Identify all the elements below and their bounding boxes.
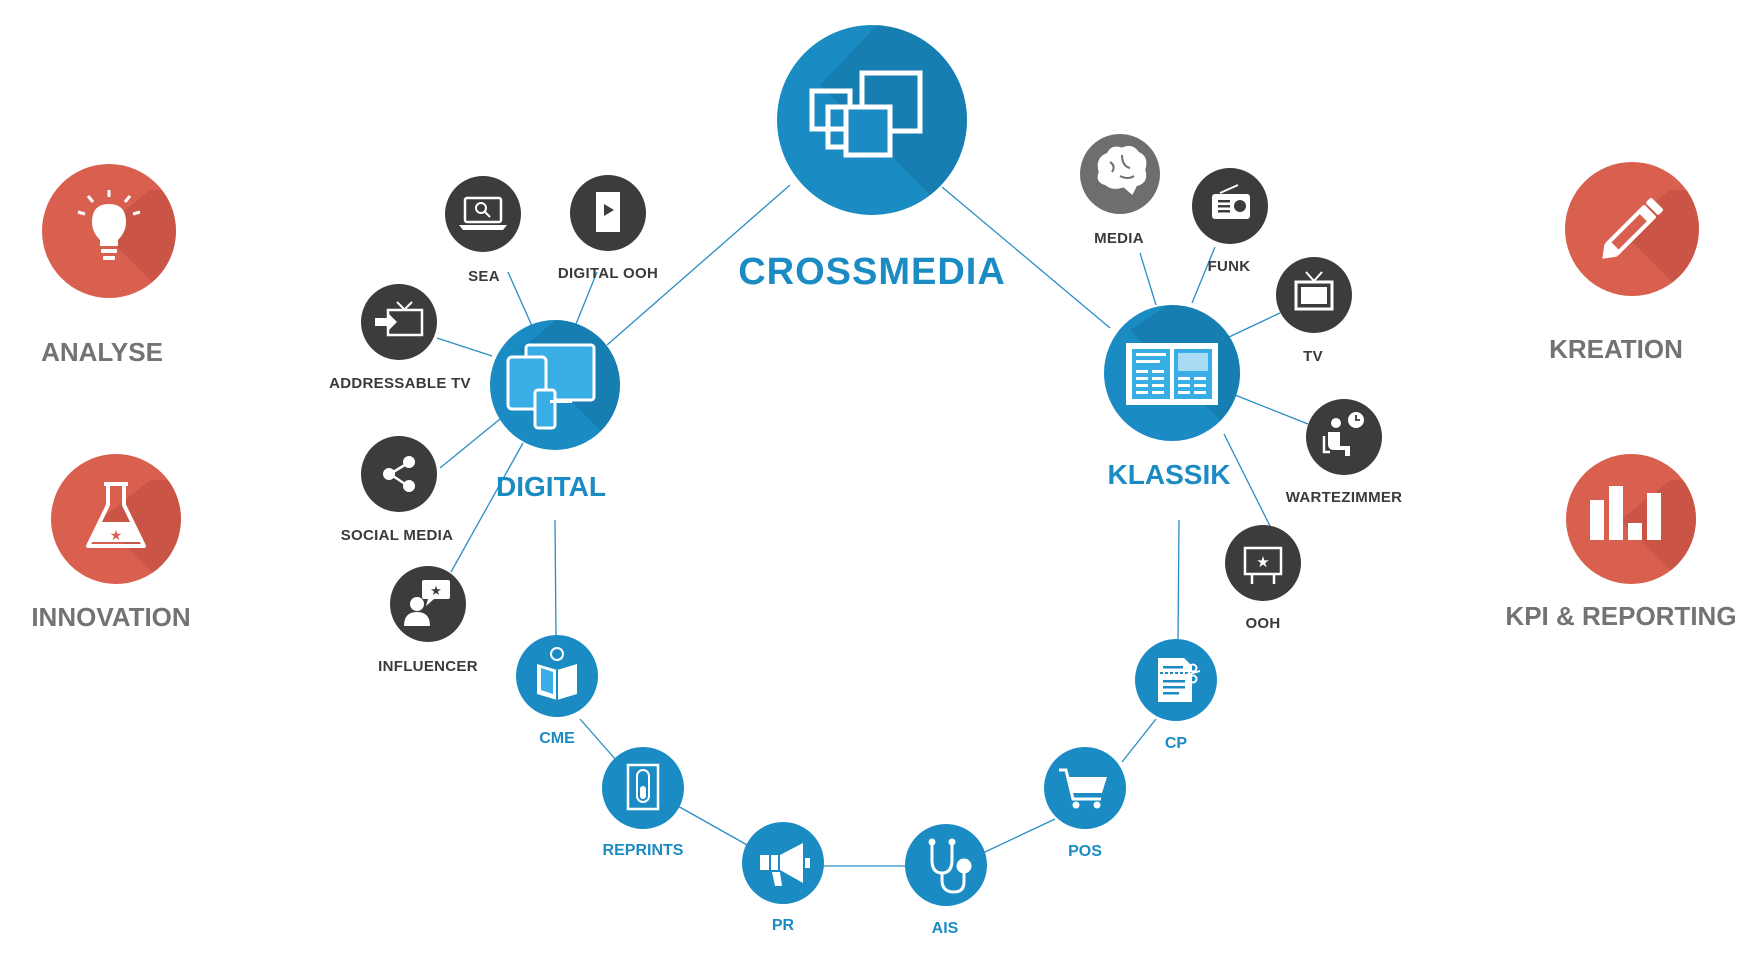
arc-item-ais[interactable]: AIS bbox=[905, 824, 987, 937]
klassik-hub-node[interactable]: KLASSIK bbox=[1104, 290, 1250, 490]
digital-item-addressable-tv[interactable]: ADDRESSABLE TV bbox=[329, 284, 471, 392]
digital-signage-icon bbox=[596, 192, 620, 232]
stethoscope-icon bbox=[928, 838, 972, 894]
edge-cme-reprints bbox=[579, 718, 617, 761]
digital-ooh-label: DIGITAL OOH bbox=[558, 265, 658, 282]
arc-item-pos[interactable]: POS bbox=[1044, 747, 1126, 860]
arc-item-cme[interactable]: CME bbox=[516, 635, 598, 747]
flask-icon: ★ bbox=[86, 482, 146, 548]
edge-digital-addressable bbox=[436, 337, 493, 357]
arc-item-reprints[interactable]: REPRINTS bbox=[602, 747, 684, 859]
digital-hub-node[interactable]: DIGITAL bbox=[490, 300, 640, 502]
analyse-label: ANALYSE bbox=[41, 337, 163, 367]
edge-digital-influencer bbox=[450, 442, 524, 573]
digital-item-social-media[interactable]: SOCIAL MEDIA bbox=[341, 436, 454, 544]
svg-text:★: ★ bbox=[430, 583, 442, 598]
edge-reprints-pr bbox=[675, 804, 750, 847]
edge-klassik-media bbox=[1139, 252, 1157, 306]
cart-icon bbox=[1059, 768, 1107, 809]
ais-label: AIS bbox=[932, 920, 959, 937]
megaphone-icon bbox=[760, 843, 810, 886]
tv-label: TV bbox=[1303, 348, 1323, 365]
edge-digital-digitalooh bbox=[575, 271, 598, 325]
linked-squares-icon bbox=[809, 70, 923, 158]
edge-ais-pos bbox=[984, 818, 1056, 853]
arc-item-cp[interactable]: CP bbox=[1135, 639, 1217, 752]
klassik-item-tv[interactable]: TV bbox=[1276, 257, 1352, 365]
svg-text:★: ★ bbox=[110, 527, 123, 543]
bar-chart-icon bbox=[1590, 486, 1661, 540]
lightbulb-icon bbox=[77, 190, 141, 260]
wartezimmer-label: WARTEZIMMER bbox=[1286, 489, 1403, 506]
brain-icon bbox=[1097, 145, 1147, 196]
digital-label: DIGITAL bbox=[496, 471, 606, 502]
innovation-label: INNOVATION bbox=[31, 602, 190, 632]
klassik-label: KLASSIK bbox=[1108, 459, 1231, 490]
side-item-kreation[interactable]: KREATION bbox=[1549, 162, 1720, 364]
side-item-analyse[interactable]: ANALYSE bbox=[41, 164, 200, 367]
edge-digital-cme bbox=[554, 519, 557, 637]
addressable-tv-label: ADDRESSABLE TV bbox=[329, 375, 471, 392]
cme-label: CME bbox=[539, 730, 575, 747]
edge-klassik-cp bbox=[1177, 519, 1180, 640]
sea-label: SEA bbox=[468, 268, 500, 285]
addressable-tv-icon bbox=[375, 301, 424, 337]
digital-item-sea[interactable]: SEA bbox=[445, 176, 521, 285]
klassik-item-ooh[interactable]: ★ OOH bbox=[1225, 525, 1301, 632]
edge-digital-sea bbox=[507, 271, 533, 327]
edge-klassik-tv bbox=[1228, 312, 1281, 338]
media-label: MEDIA bbox=[1094, 230, 1144, 247]
klassik-item-funk[interactable]: FUNK bbox=[1192, 168, 1268, 275]
digital-item-digital-ooh[interactable]: DIGITAL OOH bbox=[558, 175, 658, 282]
edge-klassik-wartezimmer bbox=[1234, 394, 1309, 425]
newspaper-icon bbox=[1126, 343, 1218, 405]
connection-lines bbox=[436, 184, 1309, 867]
laptop-search-icon bbox=[459, 196, 507, 230]
pencil-icon bbox=[1602, 198, 1663, 259]
influencer-label: INFLUENCER bbox=[378, 658, 478, 675]
svg-text:★: ★ bbox=[1256, 554, 1269, 571]
crossmedia-node[interactable]: CROSSMEDIA bbox=[738, 0, 1010, 293]
influencer-icon: ★ bbox=[404, 580, 450, 626]
test-tube-icon bbox=[626, 763, 660, 811]
radio-icon bbox=[1212, 184, 1250, 219]
social-media-label: SOCIAL MEDIA bbox=[341, 527, 454, 544]
edge-klassik-funk bbox=[1191, 246, 1216, 304]
arc-item-pr[interactable]: PR bbox=[742, 822, 824, 934]
pos-label: POS bbox=[1068, 843, 1102, 860]
edge-digital-social bbox=[439, 418, 501, 469]
ooh-label: OOH bbox=[1245, 615, 1280, 632]
kpi-reporting-label: KPI & REPORTING bbox=[1505, 601, 1736, 631]
side-item-innovation[interactable]: ★ INNOVATION bbox=[31, 454, 200, 632]
edge-center-digital bbox=[606, 184, 791, 346]
coupon-icon bbox=[1150, 658, 1201, 702]
digital-item-influencer[interactable]: ★ INFLUENCER bbox=[378, 566, 478, 675]
billboard-icon: ★ bbox=[1243, 546, 1283, 584]
share-icon bbox=[383, 456, 415, 492]
crossmedia-label: CROSSMEDIA bbox=[738, 251, 1006, 293]
devices-icon bbox=[506, 343, 596, 430]
edge-klassik-ooh bbox=[1223, 433, 1271, 527]
waiting-room-icon bbox=[1322, 412, 1364, 456]
klassik-item-media[interactable]: MEDIA bbox=[1080, 134, 1160, 247]
klassik-item-wartezimmer[interactable]: WARTEZIMMER bbox=[1286, 399, 1403, 506]
cp-label: CP bbox=[1165, 735, 1188, 752]
reprints-label: REPRINTS bbox=[603, 842, 684, 859]
edge-center-klassik bbox=[941, 186, 1111, 329]
kreation-label: KREATION bbox=[1549, 334, 1683, 364]
tv-icon bbox=[1294, 271, 1334, 311]
funk-label: FUNK bbox=[1208, 258, 1251, 275]
side-item-kpi-reporting[interactable]: KPI & REPORTING bbox=[1505, 454, 1737, 631]
pr-label: PR bbox=[772, 917, 795, 934]
reader-icon bbox=[537, 647, 577, 700]
edge-pos-cp bbox=[1121, 718, 1157, 763]
